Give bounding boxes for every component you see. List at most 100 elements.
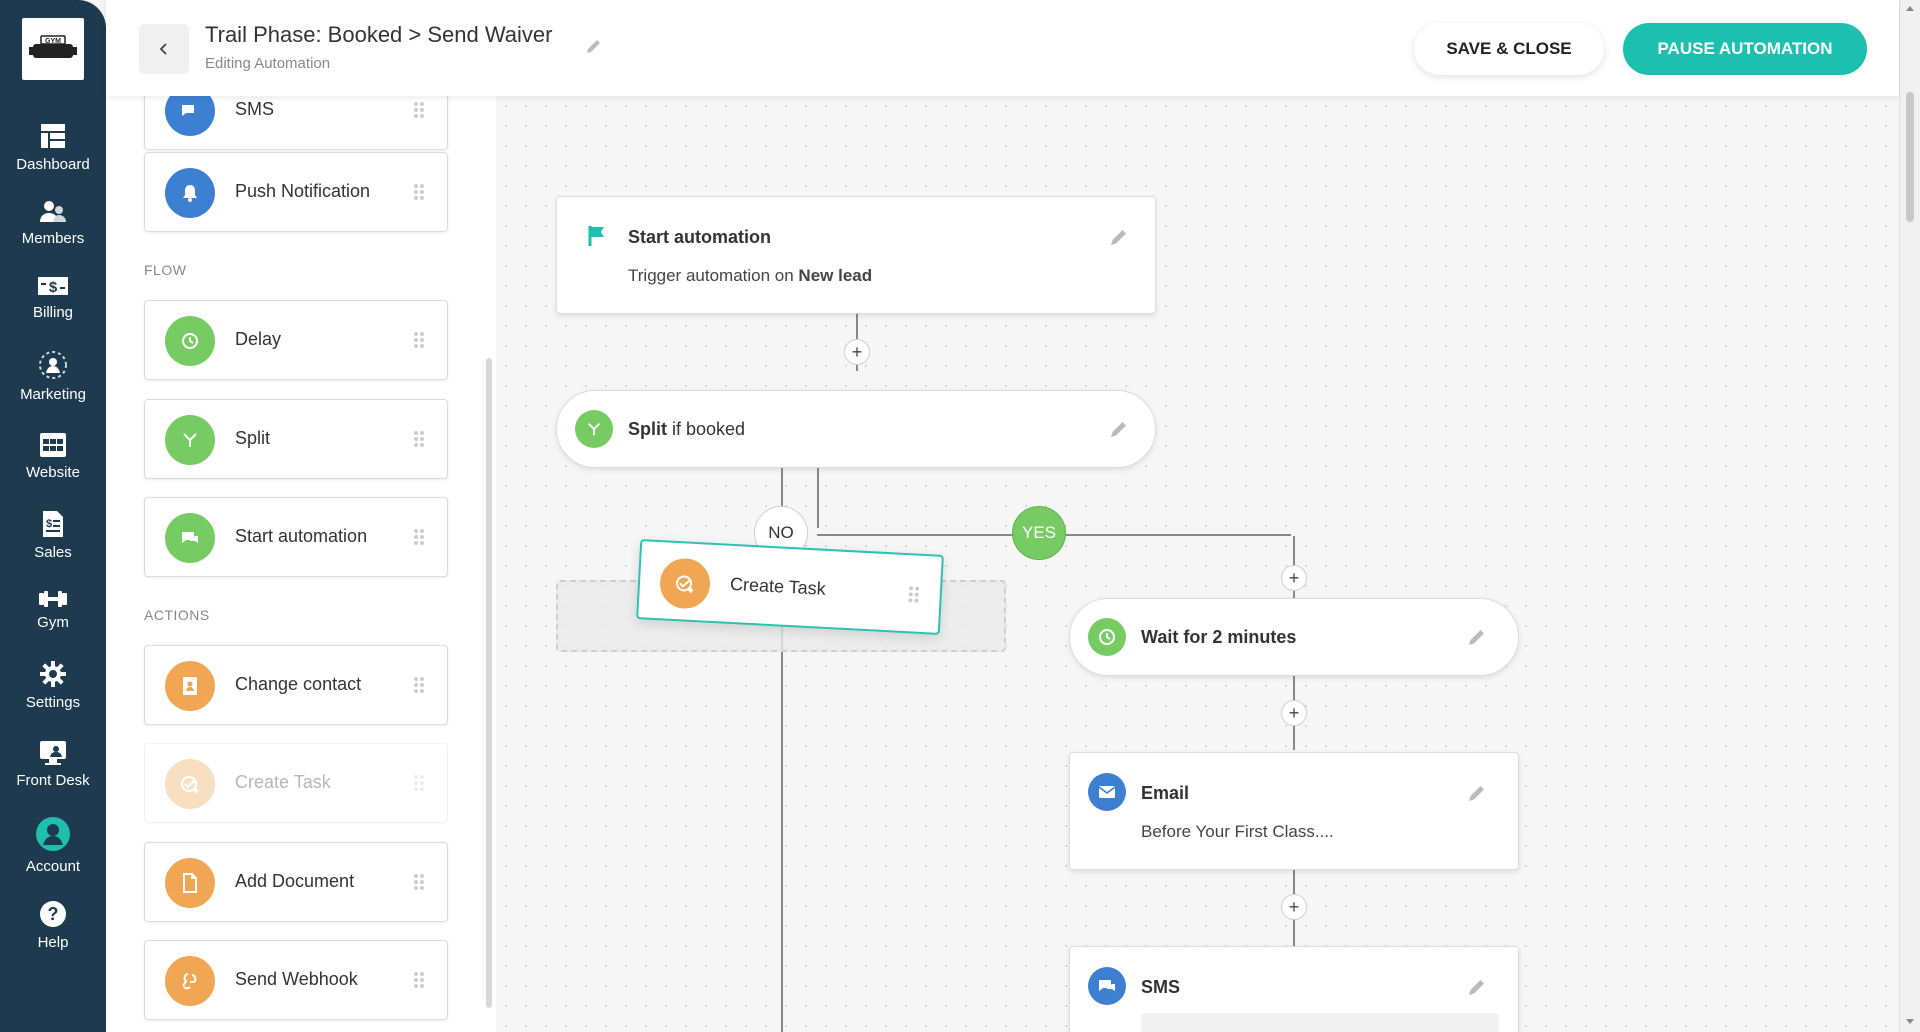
nav-label: Account	[25, 858, 81, 875]
drag-handle-icon[interactable]	[413, 528, 425, 551]
members-icon	[40, 201, 66, 222]
palette-scrollbar[interactable]	[486, 358, 492, 1008]
palette-item-add-document[interactable]: Add Document	[144, 842, 448, 922]
palette-item-create-task[interactable]: Create Task	[144, 743, 448, 823]
svg-text:$: $	[49, 279, 58, 296]
step-description: Before Your First Class....	[1141, 822, 1334, 841]
gym-logo: GYM	[22, 18, 84, 80]
website-icon	[40, 433, 66, 457]
add-step-button[interactable]: +	[844, 339, 870, 365]
palette-item-change-contact[interactable]: Change contact	[144, 645, 448, 725]
palette-item-label: Add Document	[235, 871, 355, 891]
nav-sales[interactable]: $ Sales	[0, 510, 106, 561]
palette-item-label: Split	[235, 428, 271, 448]
branch-yes-badge: YES	[1012, 506, 1066, 560]
add-step-button[interactable]: +	[1281, 700, 1307, 726]
palette-item-label: Send Webhook	[235, 969, 358, 989]
bell-icon	[165, 168, 215, 218]
task-icon	[165, 759, 215, 809]
drag-handle-icon[interactable]	[907, 585, 920, 609]
edit-step-button[interactable]	[1109, 227, 1129, 252]
drag-handle-icon[interactable]	[413, 774, 425, 797]
page-title: Trail Phase: Booked > Send Waiver	[205, 22, 553, 47]
sales-icon: $	[43, 511, 63, 537]
dashboard-icon	[41, 124, 65, 148]
page-scrollbar[interactable]	[1899, 0, 1920, 1032]
page-subtitle: Editing Automation	[205, 55, 331, 72]
chat-icon	[1088, 967, 1126, 1005]
palette-item-split[interactable]: Split	[144, 399, 448, 479]
nav-website[interactable]: Website	[0, 432, 106, 481]
drag-handle-icon[interactable]	[413, 183, 425, 206]
nav-account[interactable]: Account	[0, 816, 106, 875]
svg-text:$: $	[46, 518, 52, 530]
billing-icon: $	[38, 277, 68, 296]
scroll-up-icon[interactable]	[1905, 4, 1915, 12]
connector-line-no	[781, 466, 783, 1032]
save-close-button[interactable]: SAVE & CLOSE	[1414, 23, 1604, 75]
palette-item-label: Delay	[235, 329, 282, 349]
nav-settings[interactable]: Settings	[0, 660, 106, 711]
back-button[interactable]	[139, 24, 189, 74]
drag-handle-icon[interactable]	[413, 971, 425, 994]
add-step-button[interactable]: +	[1281, 565, 1307, 591]
drag-handle-icon[interactable]	[413, 676, 425, 699]
step-wait[interactable]: Wait for 2 minutes	[1069, 598, 1519, 676]
palette-item-send-webhook[interactable]: Send Webhook	[144, 940, 448, 1020]
nav-label: Members	[21, 230, 85, 247]
drag-handle-icon[interactable]	[413, 430, 425, 453]
palette-item-sms[interactable]: SMS	[144, 96, 448, 150]
left-nav: GYM Dashboard Members $ Billing Marketin…	[0, 0, 106, 1032]
logo[interactable]: GYM	[0, 0, 106, 98]
edit-step-button[interactable]	[1109, 419, 1129, 444]
edit-step-button[interactable]	[1467, 783, 1487, 808]
nav-billing[interactable]: $ Billing	[0, 274, 106, 321]
pencil-icon	[1469, 786, 1484, 801]
palette-item-push-notification[interactable]: Push Notification	[144, 152, 448, 232]
section-label-flow: FLOW	[144, 262, 187, 278]
palette-item-start-automation[interactable]: Start automation	[144, 497, 448, 577]
sms-preview	[1141, 1013, 1499, 1032]
nav-help[interactable]: ? Help	[0, 900, 106, 951]
nav-label: Sales	[34, 544, 72, 561]
edit-step-button[interactable]	[1467, 627, 1487, 652]
webhook-icon	[165, 956, 215, 1006]
palette-item-label: Push Notification	[235, 181, 371, 201]
step-email[interactable]: Email Before Your First Class....	[1069, 752, 1519, 870]
dragging-create-task[interactable]: Create Task	[636, 539, 944, 635]
step-sms[interactable]: SMS	[1069, 946, 1519, 1032]
nav-label: Front Desk	[16, 772, 90, 789]
pencil-icon	[1469, 980, 1484, 995]
palette-item-label: Change contact	[235, 674, 362, 694]
flow-canvas[interactable]: Start automation Trigger automation on N…	[496, 96, 1899, 1032]
chat-icon	[165, 96, 215, 136]
pencil-icon	[1469, 630, 1484, 645]
scroll-thumb[interactable]	[1906, 92, 1914, 222]
nav-marketing[interactable]: Marketing	[0, 350, 106, 403]
nav-front-desk[interactable]: Front Desk	[0, 740, 106, 789]
add-step-button[interactable]: +	[1281, 894, 1307, 920]
step-title: Start automation	[628, 227, 772, 247]
marketing-icon	[39, 351, 67, 379]
edit-title-button[interactable]	[585, 37, 603, 60]
nav-dashboard[interactable]: Dashboard	[0, 122, 106, 173]
nav-gym[interactable]: Gym	[0, 590, 106, 631]
palette-item-delay[interactable]: Delay	[144, 300, 448, 380]
pause-automation-button[interactable]: PAUSE AUTOMATION	[1623, 23, 1867, 75]
edit-step-button[interactable]	[1467, 977, 1487, 1002]
split-icon	[575, 410, 613, 448]
step-split[interactable]: Split if booked	[556, 390, 1156, 468]
dumbbell-icon	[39, 591, 67, 607]
drag-handle-icon[interactable]	[413, 873, 425, 896]
drag-handle-icon[interactable]	[413, 331, 425, 354]
scroll-down-icon[interactable]	[1905, 1018, 1915, 1026]
nav-label: Help	[37, 934, 69, 951]
clock-icon	[165, 316, 215, 366]
nav-members[interactable]: Members	[0, 200, 106, 247]
svg-text:?: ?	[48, 904, 59, 924]
header: Trail Phase: Booked > Send Waiver Editin…	[106, 0, 1899, 96]
palette-item-label: SMS	[235, 99, 275, 119]
drag-handle-icon[interactable]	[413, 101, 425, 124]
nav-label: Gym	[37, 614, 69, 631]
step-start-automation[interactable]: Start automation Trigger automation on N…	[556, 196, 1156, 314]
